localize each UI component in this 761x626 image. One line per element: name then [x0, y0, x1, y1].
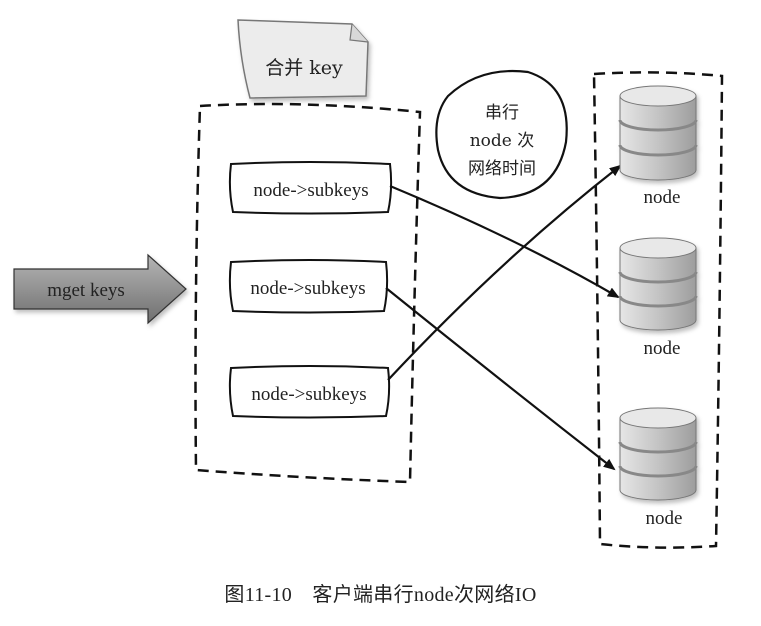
mget-keys-label: mget keys [47, 280, 125, 301]
subkey-box-label: node->subkeys [250, 278, 365, 299]
database-icon [618, 85, 698, 181]
nodes-container [592, 71, 724, 549]
serial-note-line: node 次 [470, 131, 535, 151]
subkey-box-label: node->subkeys [253, 180, 368, 201]
merge-key-note [237, 19, 369, 99]
serial-note-line: 网络时间 [468, 159, 536, 179]
database-icon [618, 407, 698, 501]
arrow-box1-to-node2 [389, 184, 620, 299]
serial-note-line: 串行 [485, 103, 519, 123]
figure-caption: 图11-10 客户端串行node次网络IO [224, 584, 537, 606]
subkey-box: node->subkeys [228, 161, 393, 215]
subkey-box: node->subkeys [228, 259, 389, 314]
arrow-box2-to-node3 [385, 287, 616, 471]
serial-note-bubble [435, 69, 568, 200]
merge-key-label: 合并 key [265, 57, 343, 79]
subkey-box: node->subkeys [228, 365, 391, 419]
arrow-box3-to-node1 [387, 164, 622, 381]
node-label: node [646, 508, 683, 529]
node-label: node [644, 338, 681, 359]
subkey-box-label: node->subkeys [251, 384, 366, 405]
mget-keys-arrow [13, 253, 187, 325]
node-label: node [644, 187, 681, 208]
database-icon [618, 237, 698, 331]
